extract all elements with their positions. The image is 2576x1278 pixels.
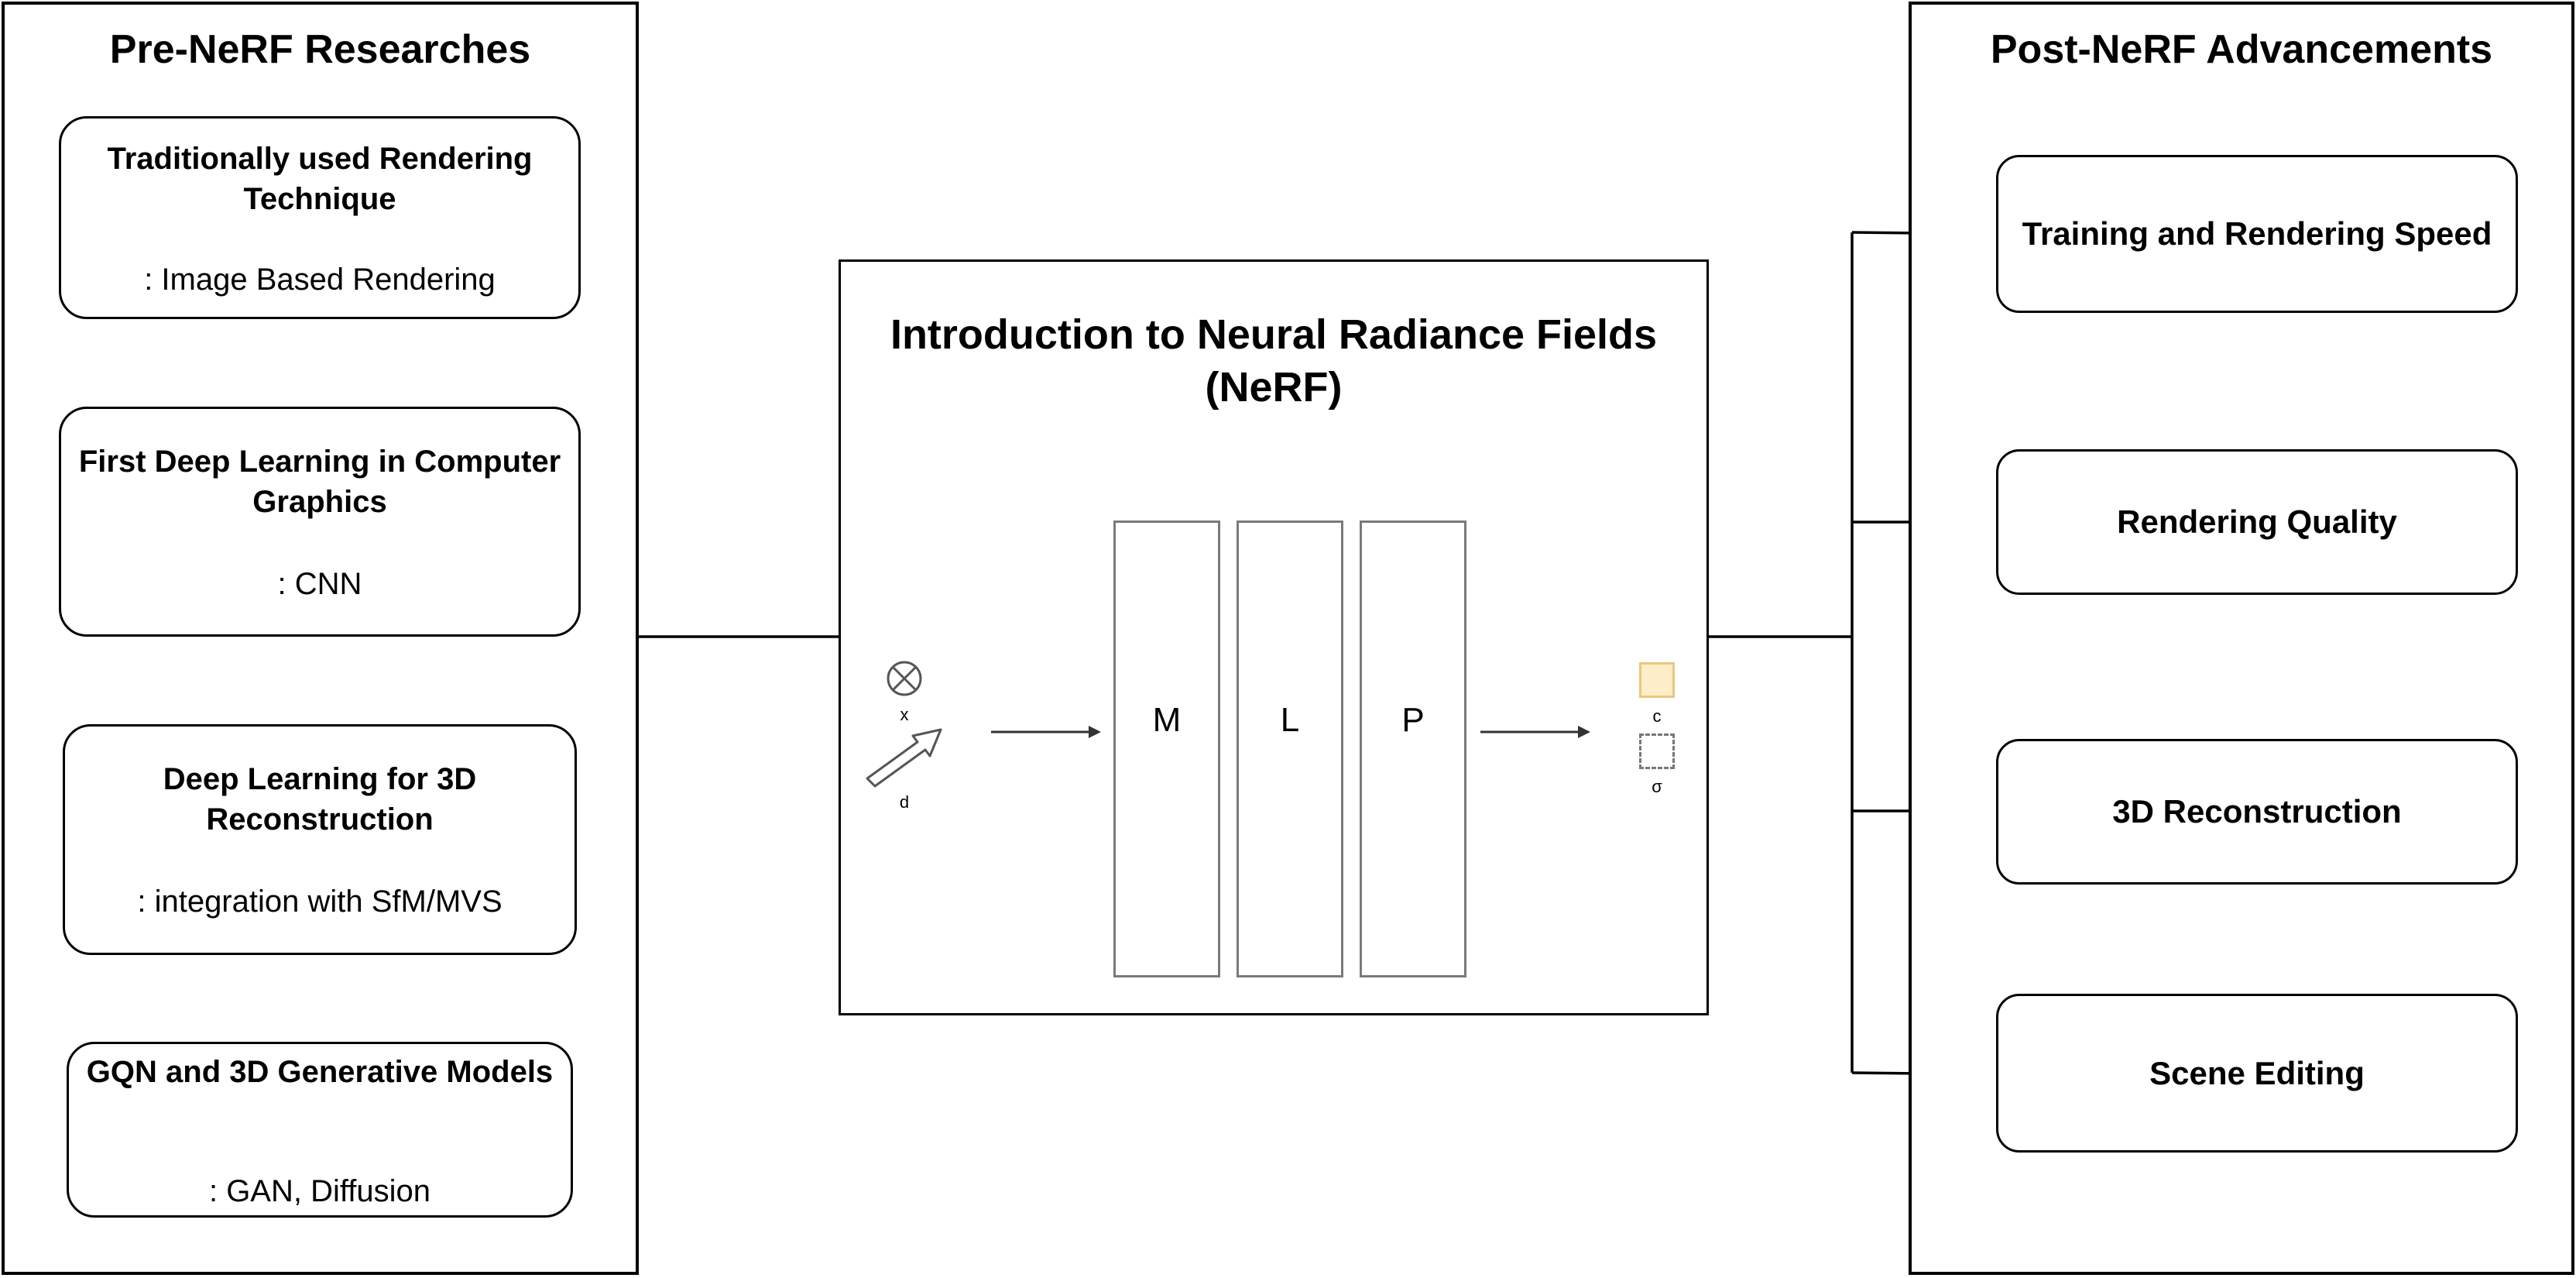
node-title: Deep Learning for 3D Reconstruction — [163, 762, 477, 837]
scene-editing-box: Scene Editing — [1996, 994, 2518, 1153]
traditional-rendering-box: Traditionally used Rendering Technique :… — [59, 116, 581, 319]
node-subtitle: : integration with SfM/MVS — [137, 885, 503, 919]
first-deep-learning-box: First Deep Learning in Computer Graphics… — [59, 407, 581, 637]
arrow-icon — [866, 728, 942, 788]
gqn-generative-box: GQN and 3D Generative Models : GAN, Diff… — [67, 1042, 573, 1218]
node-title: Traditionally used Rendering Technique — [107, 142, 533, 216]
advancement-label: Rendering Quality — [2117, 503, 2397, 540]
color-output-label: c — [1652, 706, 1662, 726]
advancement-label: Scene Editing — [2149, 1054, 2365, 1091]
3d-reconstruction-box: 3D Reconstruction — [1996, 739, 2518, 885]
circled-x-icon — [887, 661, 922, 696]
mlp-letter: P — [1401, 701, 1425, 739]
mlp-layer-p: P — [1360, 520, 1466, 977]
mlp-layer-l: L — [1237, 520, 1343, 977]
input-arrow — [991, 726, 1101, 738]
post-nerf-title: Post-NeRF Advancements — [1990, 27, 2493, 72]
mlp-letter: M — [1152, 701, 1182, 739]
node-title: First Deep Learning in Computer Graphics — [78, 445, 561, 519]
node-subtitle: : GAN, Diffusion — [208, 1174, 431, 1208]
color-output-swatch — [1639, 662, 1675, 698]
advancement-label: Training and Rendering Speed — [2022, 215, 2492, 252]
pre-nerf-title: Pre-NeRF Researches — [109, 27, 531, 72]
advancement-label: 3D Reconstruction — [2112, 793, 2402, 830]
density-output-swatch — [1639, 733, 1675, 769]
mlp-layer-m: M — [1113, 520, 1220, 977]
node-subtitle: : Image Based Rendering — [144, 263, 496, 297]
mlp-letter: L — [1280, 701, 1300, 739]
direction-label: d — [899, 792, 910, 812]
node-title: GQN and 3D Generative Models — [86, 1055, 554, 1089]
training-rendering-speed-box: Training and Rendering Speed — [1996, 155, 2518, 313]
node-subtitle: : CNN — [277, 567, 362, 601]
deep-learning-3d-box: Deep Learning for 3D Reconstruction : in… — [63, 724, 577, 955]
output-arrow — [1480, 726, 1590, 738]
rendering-quality-box: Rendering Quality — [1996, 449, 2518, 595]
density-output-label: σ — [1652, 777, 1662, 796]
nerf-intro-title: Introduction to Neural Radiance Fields (… — [890, 311, 1658, 411]
position-label: x — [900, 705, 909, 724]
